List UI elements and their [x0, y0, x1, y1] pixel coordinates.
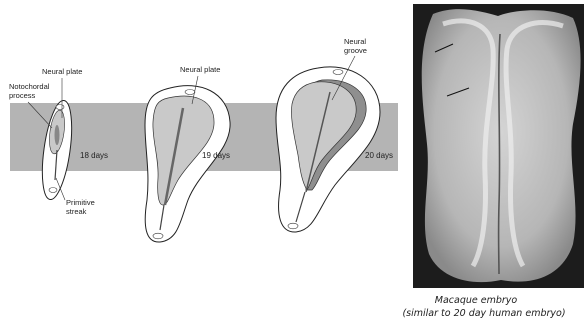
cloacal-membrane-20 [288, 223, 298, 229]
label-18-days: 18 days [80, 151, 108, 160]
oral-membrane-18 [56, 105, 64, 110]
cloacal-membrane-19 [153, 233, 163, 239]
embryo-stages-diagram: Neural plate Notochordal process Primiti… [0, 0, 410, 329]
stage-20-days [276, 67, 380, 232]
label-primitive-line1: Primitive [66, 198, 95, 207]
caption-title: Macaque embryo [376, 295, 576, 306]
cloacal-membrane-18 [49, 188, 57, 193]
label-neural-groove-line1: Neural [344, 37, 366, 46]
embryo-body [422, 9, 581, 282]
label-notochordal-line1: Notochordal [9, 82, 50, 91]
label-20-days: 20 days [365, 151, 393, 160]
oral-membrane-20 [333, 70, 343, 75]
caption-subtitle: (similar to 20 day human embryo) [384, 308, 584, 319]
notochord-18 [55, 125, 60, 145]
label-neural-plate-1: Neural plate [42, 67, 82, 76]
label-primitive-line2: streak [66, 207, 87, 216]
label-19-days: 19 days [202, 151, 230, 160]
label-neural-plate-2: Neural plate [180, 65, 220, 74]
oral-membrane-19 [185, 90, 195, 95]
label-neural-groove-line2: groove [344, 46, 367, 55]
label-notochordal-line2: process [9, 91, 36, 100]
macaque-embryo-micrograph [413, 4, 584, 288]
